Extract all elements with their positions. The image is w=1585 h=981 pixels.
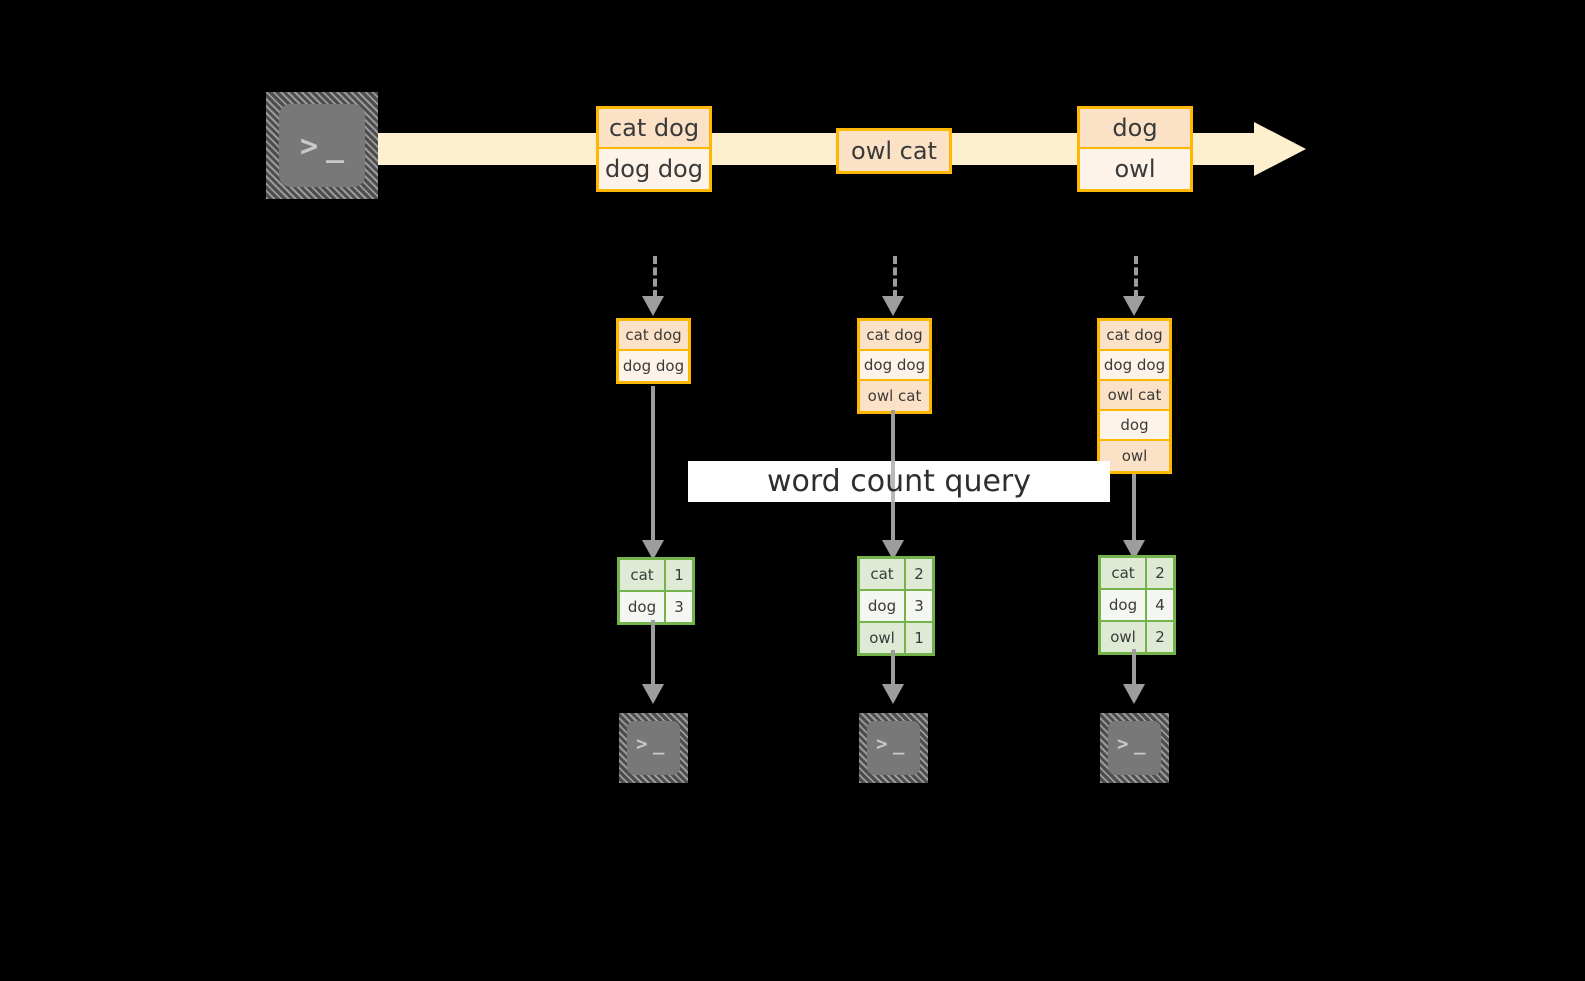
result-count: 2: [1147, 622, 1173, 652]
query-label-band: word count query: [688, 461, 1110, 502]
result-count: 2: [906, 559, 932, 589]
result-word: owl: [1101, 622, 1147, 652]
result-count: 4: [1147, 590, 1173, 620]
result-to-consumer-connector-1: [651, 620, 655, 686]
result-word: cat: [860, 559, 906, 589]
consumer-1[interactable]: > _: [619, 713, 688, 783]
arrowhead-icon: [1123, 296, 1145, 316]
snapshot-row: dog dog: [1100, 351, 1169, 381]
snapshot-row: cat dog: [619, 321, 688, 351]
snapshot-row: dog dog: [619, 351, 688, 381]
arrowhead-icon: [642, 540, 664, 560]
result-row: cat 2: [1101, 558, 1173, 590]
snapshot-to-result-connector-1: [651, 386, 655, 542]
message-cell: owl: [1080, 149, 1190, 189]
terminal-prompt-glyph: >: [300, 129, 319, 164]
arrowhead-icon: [882, 540, 904, 560]
message-cell: dog dog: [599, 149, 709, 189]
result-count: 2: [1147, 558, 1173, 588]
result-2[interactable]: cat 2 dog 3 owl 1: [857, 556, 935, 656]
result-word: dog: [860, 591, 906, 621]
snapshot-row: owl: [1100, 441, 1169, 471]
arrowhead-icon: [642, 296, 664, 316]
snapshot-row: cat dog: [860, 321, 929, 351]
snapshot-row: owl cat: [860, 381, 929, 411]
arrowhead-icon: [1123, 684, 1145, 704]
result-to-consumer-connector-3: [1132, 649, 1136, 686]
stream-to-snapshot-connector-3: [1134, 256, 1138, 298]
snapshot-3[interactable]: cat dog dog dog owl cat dog owl: [1097, 318, 1172, 474]
result-to-consumer-connector-2: [891, 650, 895, 686]
terminal-screen: [627, 721, 680, 775]
terminal-prompt-glyph: >: [876, 733, 888, 755]
terminal-screen: [279, 104, 365, 187]
message-cell: owl cat: [839, 131, 949, 171]
result-word: dog: [1101, 590, 1147, 620]
snapshot-to-result-connector-3: [1132, 474, 1136, 542]
snapshot-row: owl cat: [1100, 381, 1169, 411]
terminal-screen: [867, 721, 920, 775]
result-word: dog: [620, 592, 666, 622]
stream-message-1[interactable]: cat dog dog dog: [596, 106, 712, 192]
terminal-screen: [1108, 721, 1161, 775]
snapshot-row: cat dog: [1100, 321, 1169, 351]
stream-message-2[interactable]: owl cat: [836, 128, 952, 174]
snapshot-1[interactable]: cat dog dog dog: [616, 318, 691, 384]
connector-passthrough: [891, 461, 895, 502]
consumer-2[interactable]: > _: [859, 713, 928, 783]
result-row: cat 1: [620, 560, 692, 592]
result-word: cat: [620, 560, 666, 590]
stream-to-snapshot-connector-1: [653, 256, 657, 298]
consumer-3[interactable]: > _: [1100, 713, 1169, 783]
message-cell: cat dog: [599, 109, 709, 149]
terminal-cursor-glyph: _: [1134, 733, 1146, 755]
stream-message-3[interactable]: dog owl: [1077, 106, 1193, 192]
stream-to-snapshot-connector-2: [893, 256, 897, 298]
query-label: word count query: [766, 464, 1032, 499]
terminal-prompt-glyph: >: [1117, 733, 1129, 755]
result-word: cat: [1101, 558, 1147, 588]
snapshot-row: dog dog: [860, 351, 929, 381]
result-count: 3: [666, 592, 692, 622]
arrowhead-icon: [642, 684, 664, 704]
arrowhead-icon: [882, 684, 904, 704]
result-count: 1: [666, 560, 692, 590]
terminal-prompt-glyph: >: [636, 733, 648, 755]
result-row: cat 2: [860, 559, 932, 591]
terminal-cursor-glyph: _: [326, 129, 345, 164]
snapshot-2[interactable]: cat dog dog dog owl cat: [857, 318, 932, 414]
stream-arrow-head: [1254, 122, 1306, 176]
result-3[interactable]: cat 2 dog 4 owl 2: [1098, 555, 1176, 655]
result-count: 1: [906, 623, 932, 653]
snapshot-row: dog: [1100, 411, 1169, 441]
result-count: 3: [906, 591, 932, 621]
result-1[interactable]: cat 1 dog 3: [617, 557, 695, 625]
terminal-cursor-glyph: _: [653, 733, 665, 755]
result-row: dog 3: [860, 591, 932, 623]
result-word: owl: [860, 623, 906, 653]
result-row: owl 2: [1101, 622, 1173, 652]
terminal-cursor-glyph: _: [893, 733, 905, 755]
message-cell: dog: [1080, 109, 1190, 149]
producer-terminal-icon[interactable]: > _: [266, 92, 378, 199]
result-row: owl 1: [860, 623, 932, 653]
arrowhead-icon: [882, 296, 904, 316]
result-row: dog 3: [620, 592, 692, 622]
result-row: dog 4: [1101, 590, 1173, 622]
